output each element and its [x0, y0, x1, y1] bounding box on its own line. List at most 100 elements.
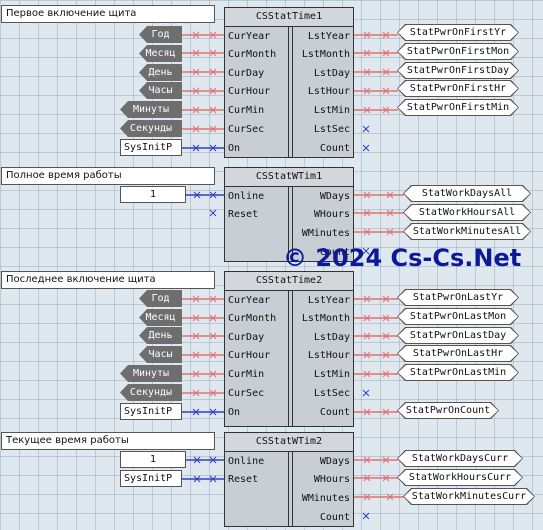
output-tag-statworkdayscurr[interactable]: StatWorkDaysCurr: [398, 451, 522, 466]
input-tag-day[interactable]: День: [139, 327, 182, 344]
port-on[interactable]: On: [228, 143, 241, 154]
connection-cross-icon: [382, 295, 390, 303]
port-lstmin[interactable]: LstMin: [313, 105, 350, 116]
port-lsthour[interactable]: LstHour: [307, 86, 350, 97]
connection-cross-icon: [209, 144, 217, 152]
port-count[interactable]: Count: [319, 407, 350, 418]
port-curhour[interactable]: CurHour: [228, 86, 271, 97]
port-curyear[interactable]: CurYear: [228, 295, 271, 306]
output-tag-statworkhoursall[interactable]: StatWorkHoursAll: [404, 205, 530, 220]
connection-cross-icon: [209, 370, 217, 378]
port-lstmonth[interactable]: LstMonth: [301, 313, 350, 324]
port-count[interactable]: Count: [319, 512, 350, 523]
port-curhour[interactable]: CurHour: [228, 350, 271, 361]
connection-cross-icon: [192, 408, 200, 416]
port-lstday[interactable]: LstDay: [313, 68, 350, 79]
section-label-first-power-on: Первое включение щита: [1, 5, 215, 23]
port-lstmin[interactable]: LstMin: [313, 369, 350, 380]
connection-cross-icon: [192, 125, 200, 133]
output-tag-statpwronfirstday[interactable]: StatPwrOnFirstDay: [398, 63, 518, 78]
connection-cross-icon: [209, 351, 217, 359]
output-tag-statpwronfirsthr[interactable]: StatPwrOnFirstHr: [398, 81, 518, 96]
port-wdays[interactable]: WDays: [319, 191, 350, 202]
port-wminutes[interactable]: WMinutes: [301, 493, 350, 504]
output-tag-statpwronfirstmin[interactable]: StatPwrOnFirstMin: [398, 100, 518, 115]
input-tag-month[interactable]: Месяц: [139, 309, 182, 326]
port-lstmonth[interactable]: LstMonth: [301, 49, 350, 60]
port-whours[interactable]: WHours: [313, 474, 350, 485]
connection-cross-icon: [193, 191, 201, 199]
output-tag-statpwroncount[interactable]: StatPwrOnCount: [398, 403, 498, 418]
input-tag-sysinitp[interactable]: SysInitP: [120, 470, 182, 487]
port-curmin[interactable]: CurMin: [228, 369, 265, 380]
output-tag-statpwronlastyr[interactable]: StatPwrOnLastYr: [398, 290, 518, 305]
port-cursec[interactable]: CurSec: [228, 124, 265, 135]
output-tag-statpwronlasthr[interactable]: StatPwrOnLastHr: [398, 346, 518, 361]
block-inputs: CurYear CurMonth CurDay CurHour CurMin C…: [225, 27, 289, 157]
input-tag-year[interactable]: Год: [139, 26, 182, 43]
output-tag-statworkhourscurr[interactable]: StatWorkHoursCurr: [398, 470, 522, 485]
section-label-total-work-time: Полное время работы: [1, 167, 215, 185]
connection-cross-icon: [363, 209, 371, 217]
input-tag-sysinitp[interactable]: SysInitP: [120, 403, 182, 420]
function-block-csstatwtim2[interactable]: CSStatWTim2 Online Reset WDays WHours WM…: [224, 432, 354, 527]
input-constant-online[interactable]: 1: [120, 186, 186, 203]
output-tag-statpwronfirstmon[interactable]: StatPwrOnFirstMon: [398, 44, 518, 59]
port-count[interactable]: Count: [319, 143, 350, 154]
input-tag-seconds[interactable]: Секунды: [120, 384, 182, 401]
input-tag-sysinitp[interactable]: SysInitP: [120, 139, 182, 156]
connection-cross-icon: [209, 68, 217, 76]
port-lstsec[interactable]: LstSec: [313, 124, 350, 135]
port-wdays[interactable]: WDays: [319, 456, 350, 467]
output-tag-statpwronlastmon[interactable]: StatPwrOnLastMon: [398, 309, 518, 324]
input-constant-online[interactable]: 1: [120, 451, 186, 468]
port-online[interactable]: Online: [228, 456, 265, 467]
block-inputs: Online Reset: [225, 187, 289, 261]
input-tag-minutes[interactable]: Минуты: [120, 101, 182, 118]
connection-cross-icon: [363, 314, 371, 322]
port-lsthour[interactable]: LstHour: [307, 350, 350, 361]
output-tag-statworkdaysall[interactable]: StatWorkDaysAll: [404, 186, 530, 201]
port-curday[interactable]: CurDay: [228, 68, 265, 79]
output-tag-statpwronfirstyr[interactable]: StatPwrOnFirstYr: [398, 25, 518, 40]
port-on[interactable]: On: [228, 407, 241, 418]
function-block-csstattime1[interactable]: CSStatTime1 CurYear CurMonth CurDay CurH…: [224, 7, 354, 158]
port-count[interactable]: Count: [319, 247, 350, 258]
port-online[interactable]: Online: [228, 191, 265, 202]
connection-cross-icon: [382, 332, 390, 340]
port-curday[interactable]: CurDay: [228, 332, 265, 343]
input-tag-hours[interactable]: Часы: [139, 82, 182, 99]
port-lstyear[interactable]: LstYear: [307, 31, 350, 42]
input-tag-seconds[interactable]: Секунды: [120, 120, 182, 137]
port-curmonth[interactable]: CurMonth: [228, 49, 277, 60]
output-tag-statpwronlastday[interactable]: StatPwrOnLastDay: [398, 328, 518, 343]
port-lstsec[interactable]: LstSec: [313, 388, 350, 399]
port-reset[interactable]: Reset: [228, 209, 259, 220]
port-wminutes[interactable]: WMinutes: [301, 228, 350, 239]
port-curmonth[interactable]: CurMonth: [228, 313, 277, 324]
connection-cross-icon: [363, 87, 371, 95]
connection-cross-icon: [209, 87, 217, 95]
input-tag-minutes[interactable]: Минуты: [120, 365, 182, 382]
port-lstday[interactable]: LstDay: [313, 332, 350, 343]
input-tag-hours[interactable]: Часы: [139, 346, 182, 363]
port-reset[interactable]: Reset: [228, 474, 259, 485]
connection-cross-icon: [362, 125, 370, 133]
connection-cross-icon: [362, 144, 370, 152]
port-curmin[interactable]: CurMin: [228, 105, 265, 116]
input-tag-day[interactable]: День: [139, 64, 182, 81]
function-block-csstattime2[interactable]: CSStatTime2 CurYear CurMonth CurDay CurH…: [224, 271, 354, 427]
port-lstyear[interactable]: LstYear: [307, 295, 350, 306]
input-tag-month[interactable]: Месяц: [139, 45, 182, 62]
output-tag-statpwronlastmin[interactable]: StatPwrOnLastMin: [398, 365, 518, 380]
connection-cross-icon: [209, 191, 217, 199]
output-tag-statworkminutesall[interactable]: StatWorkMinutesAll: [404, 224, 530, 239]
output-tag-statworkminutescurr[interactable]: StatWorkMinutesCurr: [404, 489, 534, 504]
port-whours[interactable]: WHours: [313, 209, 350, 220]
input-tag-year[interactable]: Год: [139, 290, 182, 307]
port-curyear[interactable]: CurYear: [228, 31, 271, 42]
connection-cross-icon: [363, 106, 371, 114]
function-block-csstatwtim1[interactable]: CSStatWTim1 Online Reset WDays WHours WM…: [224, 167, 354, 262]
port-cursec[interactable]: CurSec: [228, 388, 265, 399]
